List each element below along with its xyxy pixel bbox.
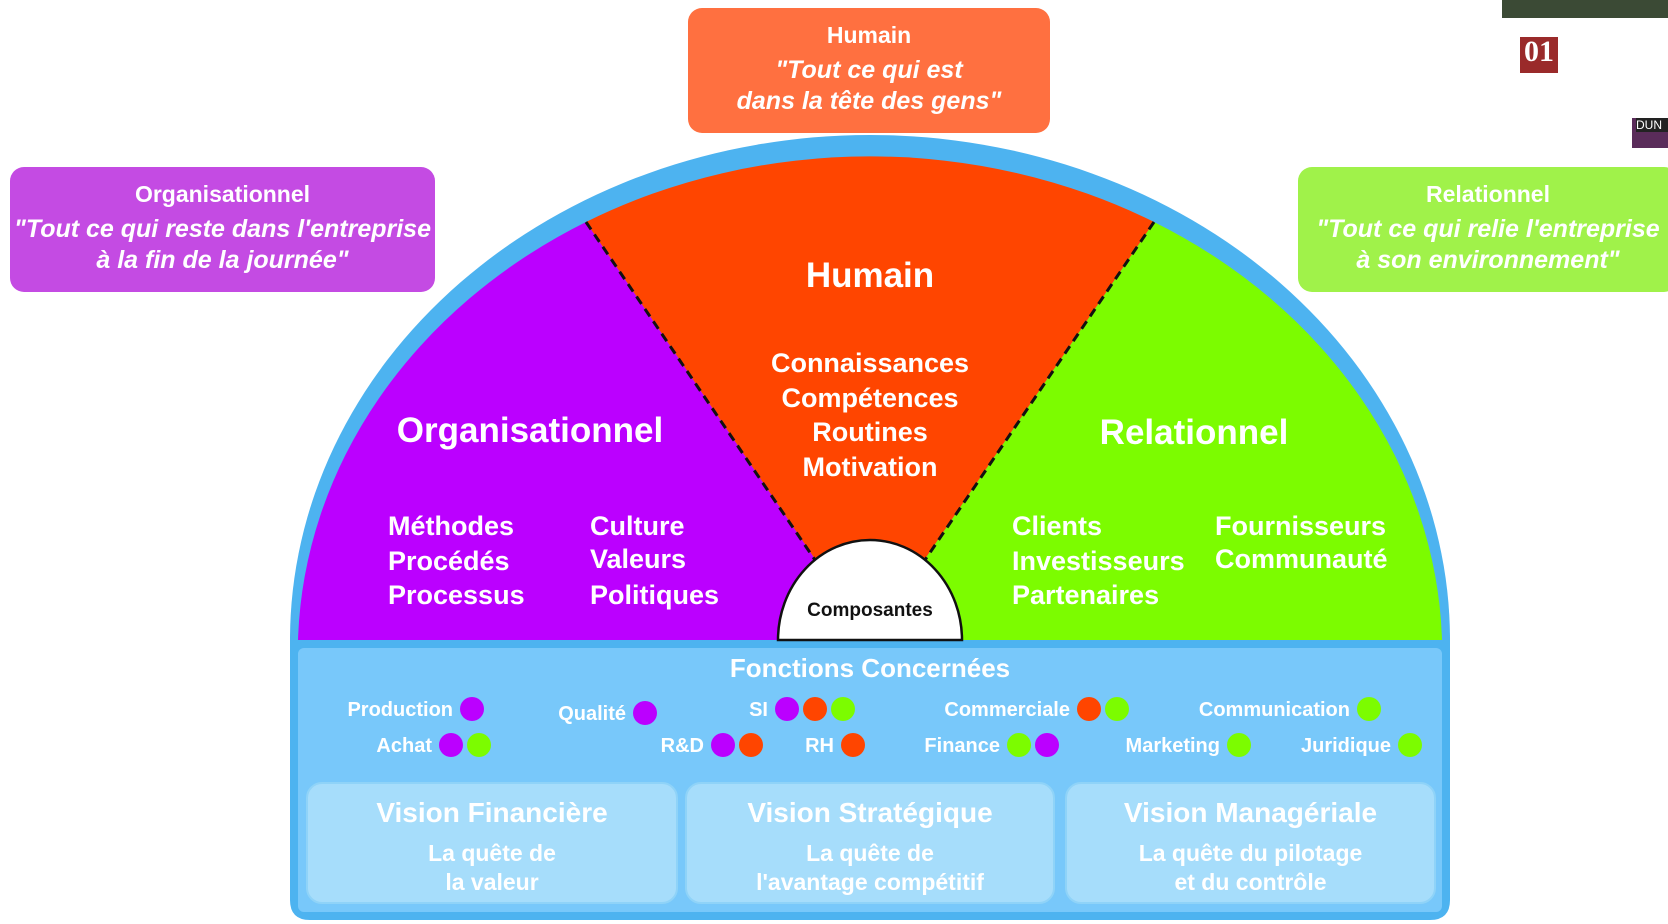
fonction-label: Communication — [1199, 699, 1350, 721]
logo-photo-strip — [1502, 0, 1668, 18]
sector-organisationnel-item: Procédés — [388, 546, 510, 576]
sector-relationnel-item: Investisseurs — [1012, 546, 1185, 576]
organisationnel-definition-title: Organisationnel — [134, 181, 311, 207]
humain-definition-quote-line1: "Tout ce qui est — [775, 56, 963, 84]
fonction-item: Production — [347, 697, 484, 721]
sector-humain-item: Motivation — [803, 452, 938, 482]
sector-organisationnel-item: Processus — [388, 580, 525, 610]
organisationnel-definition-box: Organisationnel "Tout ce qui reste dans … — [10, 167, 435, 292]
fonction-item: Commerciale — [944, 697, 1129, 721]
logo-dun: DUN — [1632, 118, 1668, 148]
fonction-label: Marketing — [1126, 735, 1220, 757]
fonction-label: Commerciale — [944, 699, 1070, 721]
vision-manageriale-box: Vision Managériale La quête du pilotage … — [1065, 782, 1436, 904]
relationnel-definition-box: Relationnel "Tout ce qui relie l'entrepr… — [1298, 167, 1668, 292]
fonction-label: Juridique — [1301, 735, 1391, 757]
fonction-item: R&D — [661, 733, 763, 757]
fonction-dot-orange — [803, 697, 827, 721]
vision-subtitle: La quête de l'avantage compétitif — [756, 840, 984, 895]
fonction-dot-green — [1357, 697, 1381, 721]
fonction-dot-green — [1105, 697, 1129, 721]
center-composantes — [776, 538, 964, 642]
relationnel-definition-quote-line2: à son environnement" — [1356, 246, 1620, 274]
sector-relationnel-item: Communauté — [1215, 544, 1388, 574]
fonction-item: Communication — [1199, 697, 1381, 721]
fonction-dot-purple — [775, 697, 799, 721]
fonction-label: Achat — [376, 735, 432, 757]
organisationnel-definition-quote-line1: "Tout ce qui reste dans l'entreprise — [14, 215, 431, 243]
fonction-dot-orange — [841, 733, 865, 757]
sector-relationnel — [870, 222, 1442, 640]
sector-relationnel-item: Partenaires — [1012, 580, 1159, 610]
logo-dun-text: DUN — [1636, 118, 1668, 132]
fonction-dot-purple — [711, 733, 735, 757]
fonction-dot-orange — [1077, 697, 1101, 721]
humain-definition-quote-line2: dans la tête des gens" — [736, 87, 1002, 115]
logo-01: 01 — [1520, 37, 1558, 73]
fonction-dot-green — [1227, 733, 1251, 757]
sector-humain-title: Humain — [806, 256, 934, 295]
fonction-dot-purple — [1035, 733, 1059, 757]
fonction-dot-green — [467, 733, 491, 757]
sector-relationnel-item: Fournisseurs — [1215, 511, 1386, 541]
fonction-label: Production — [347, 699, 453, 721]
fonction-dot-purple — [633, 701, 657, 725]
fonction-item: Juridique — [1301, 733, 1422, 757]
vision-title: Vision Managériale — [1123, 797, 1378, 828]
sector-humain-item: Routines — [812, 417, 928, 447]
fonction-label: R&D — [661, 735, 704, 757]
vision-title: Vision Stratégique — [747, 797, 993, 828]
fonction-dot-green — [1398, 733, 1422, 757]
relationnel-definition-quote-line1: "Tout ce qui relie l'entreprise — [1316, 215, 1660, 243]
fonction-label: RH — [805, 735, 834, 757]
fonction-item: SI — [749, 697, 855, 721]
vision-title: Vision Financière — [376, 797, 608, 828]
sector-organisationnel-item: Politiques — [590, 580, 719, 610]
fonction-label: Qualité — [558, 703, 626, 725]
sector-organisationnel-item: Culture — [590, 511, 685, 541]
sector-organisationnel-title: Organisationnel — [397, 411, 663, 450]
fonction-dot-purple — [439, 733, 463, 757]
fonction-item: Finance — [924, 733, 1059, 757]
fonction-label: Finance — [924, 735, 1000, 757]
vision-subtitle: La quête du pilotage et du contrôle — [1138, 840, 1363, 895]
sector-relationnel-title: Relationnel — [1100, 413, 1289, 452]
center-composantes-label: Composantes — [807, 600, 933, 621]
sector-organisationnel-item: Valeurs — [590, 544, 686, 574]
fonction-item: Achat — [376, 733, 491, 757]
fonction-dot-purple — [460, 697, 484, 721]
sector-humain — [586, 156, 1154, 641]
vision-strategique-box: Vision Stratégique La quête de l'avantag… — [685, 782, 1055, 904]
humain-definition-title: Humain — [826, 22, 912, 48]
fonctions-title: Fonctions Concernées — [730, 653, 1010, 683]
fonction-item: RH — [805, 733, 865, 757]
fonction-dot-orange — [739, 733, 763, 757]
sector-organisationnel — [298, 222, 870, 640]
divider-right — [923, 221, 1156, 561]
relationnel-definition-title: Relationnel — [1426, 181, 1550, 207]
divider-left — [584, 221, 817, 561]
vision-subtitle: La quête de la valeur — [428, 840, 556, 895]
fonction-dot-green — [831, 697, 855, 721]
fonction-label: SI — [749, 699, 768, 721]
fonction-dot-green — [1007, 733, 1031, 757]
sector-humain-item: Connaissances — [771, 348, 969, 378]
fonction-item: Qualité — [558, 701, 657, 725]
sector-humain-item: Compétences — [781, 383, 958, 413]
vision-financiere-box: Vision Financière La quête de la valeur — [306, 782, 678, 904]
fonction-item: Marketing — [1126, 733, 1251, 757]
humain-definition-box: Humain "Tout ce qui est dans la tête des… — [688, 8, 1050, 133]
organisationnel-definition-quote-line2: à la fin de la journée" — [96, 246, 349, 274]
sector-organisationnel-item: Méthodes — [388, 511, 514, 541]
sector-relationnel-item: Clients — [1012, 511, 1102, 541]
